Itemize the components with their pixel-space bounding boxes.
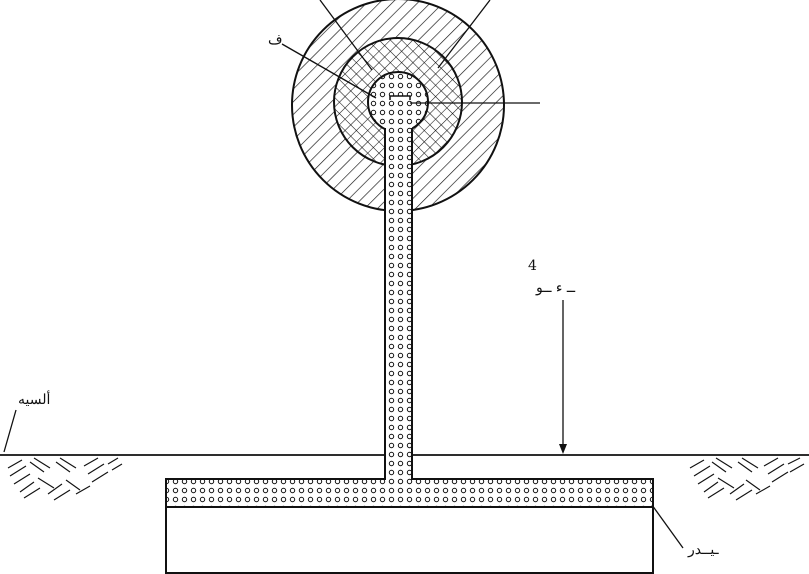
ground-hatch-right — [689, 457, 805, 501]
height-arrow-head — [559, 444, 567, 454]
base-strip — [165, 478, 654, 508]
label-base: ـيــدر — [687, 542, 720, 558]
leader-lines — [3, 0, 684, 549]
label-inner: ف — [268, 32, 283, 48]
stem — [385, 100, 412, 481]
label-ground: ألسيه — [18, 389, 50, 408]
label-height-text: ــ ء ــو — [535, 280, 576, 296]
label-height-number: 4 — [528, 258, 537, 274]
foundation-box — [165, 506, 654, 574]
stem-join — [386, 477, 411, 483]
ground-hatch-left — [7, 457, 123, 501]
